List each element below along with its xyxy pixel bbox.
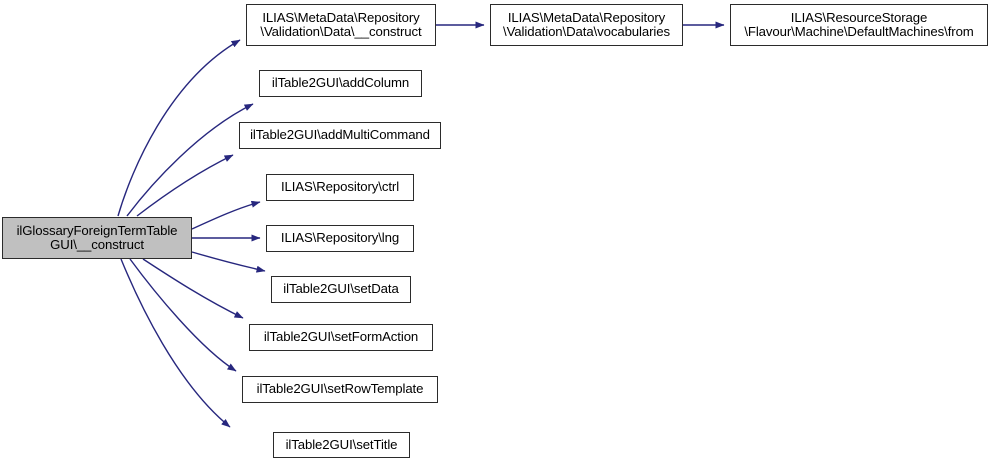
- graph-node-default-machines-from[interactable]: ILIAS\ResourceStorage \Flavour\Machine\D…: [730, 4, 988, 46]
- graph-node-repository-ctrl[interactable]: ILIAS\Repository\ctrl: [266, 174, 414, 201]
- graph-node-add-column[interactable]: ilTable2GUI\addColumn: [259, 70, 422, 97]
- graph-node-root[interactable]: ilGlossaryForeignTermTable GUI\__constru…: [2, 217, 192, 259]
- graph-edge-root-to-add-multi-command: [136, 154, 234, 217]
- graph-node-label: ILIAS\ResourceStorage \Flavour\Machine\D…: [744, 9, 974, 39]
- graph-node-vocabularies[interactable]: ILIAS\MetaData\Repository \Validation\Da…: [490, 4, 683, 46]
- graph-node-set-data[interactable]: ilTable2GUI\setData: [271, 276, 411, 303]
- graph-edge-root-to-add-column: [126, 103, 254, 217]
- graph-edge-root-to-set-row-template: [129, 258, 237, 372]
- graph-node-label: ILIAS\MetaData\Repository \Validation\Da…: [503, 9, 670, 39]
- graph-node-metadata-construct[interactable]: ILIAS\MetaData\Repository \Validation\Da…: [246, 4, 436, 46]
- graph-node-label: ilTable2GUI\setTitle: [285, 436, 398, 452]
- graph-node-set-title[interactable]: ilTable2GUI\setTitle: [273, 432, 410, 458]
- graph-node-repository-lng[interactable]: ILIAS\Repository\lng: [266, 225, 414, 252]
- graph-edge-root-to-set-title: [120, 258, 231, 428]
- graph-edge-root-to-set-data: [191, 251, 266, 273]
- graph-node-label: ilTable2GUI\setFormAction: [263, 329, 419, 345]
- graph-edge-root-to-metadata-construct: [117, 39, 241, 217]
- graph-node-label: ILIAS\Repository\ctrl: [280, 179, 400, 195]
- graph-node-label: ilTable2GUI\addMultiCommand: [250, 127, 430, 143]
- graph-edge-root-to-repository-ctrl: [191, 200, 261, 230]
- graph-node-label: ilTable2GUI\setRowTemplate: [256, 381, 424, 397]
- graph-node-set-row-template[interactable]: ilTable2GUI\setRowTemplate: [242, 376, 438, 403]
- graph-node-set-form-action[interactable]: ilTable2GUI\setFormAction: [249, 324, 433, 351]
- graph-node-add-multi-command[interactable]: ilTable2GUI\addMultiCommand: [239, 122, 441, 149]
- graph-node-label: ILIAS\MetaData\Repository \Validation\Da…: [260, 9, 422, 39]
- graph-node-label: ILIAS\Repository\lng: [280, 230, 400, 246]
- graph-node-label: ilTable2GUI\setData: [283, 281, 399, 297]
- graph-node-label: ilTable2GUI\addColumn: [271, 75, 410, 91]
- graph-edge-root-to-set-form-action: [142, 258, 244, 319]
- graph-node-label: ilGlossaryForeignTermTable GUI\__constru…: [16, 222, 178, 252]
